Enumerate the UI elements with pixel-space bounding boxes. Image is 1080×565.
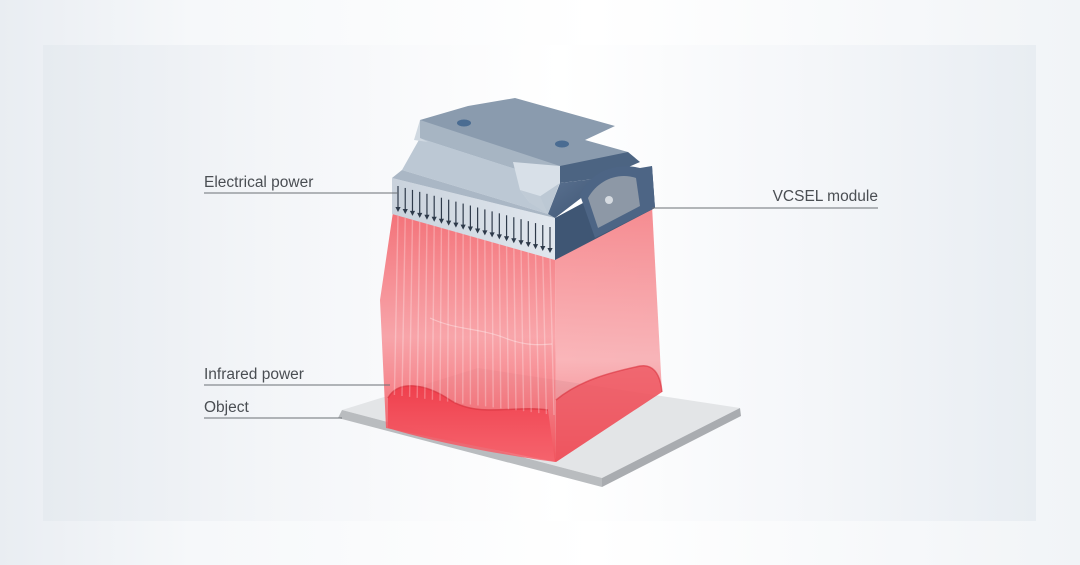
leader-lines — [204, 192, 878, 419]
beam-stripe — [527, 251, 532, 413]
object-label: Object — [204, 399, 249, 416]
electrical-arrow-head — [402, 208, 408, 214]
electrical-arrow-head — [540, 246, 546, 252]
beam-stripe — [520, 249, 525, 412]
vcsel-module-label: VCSEL module — [773, 188, 878, 205]
electrical-arrow-head — [431, 216, 437, 222]
beam-stripe — [393, 215, 399, 396]
electrical-arrow-head — [475, 228, 481, 234]
beam-stripe — [513, 247, 517, 411]
beam-stripe — [534, 253, 540, 414]
electrical-arrow-head — [424, 214, 430, 220]
electrical-arrow-head — [438, 218, 445, 224]
beam-stripe — [549, 256, 555, 416]
electrical-arrow-head — [496, 234, 502, 240]
electrical-arrow-head — [503, 236, 510, 242]
beam-stripe — [408, 219, 414, 397]
electrical-arrow-head — [467, 226, 473, 232]
beam-stripe — [505, 245, 510, 410]
electrical-arrows — [395, 186, 553, 253]
infrared-power-label: Infrared power — [204, 366, 304, 383]
beam-stripe — [416, 221, 421, 398]
electrical-arrow-head — [518, 240, 524, 246]
electrical-arrow-head — [409, 210, 416, 216]
beam-stripe — [484, 239, 487, 407]
electrical-arrow-head — [525, 242, 531, 248]
beam-stripe — [491, 241, 494, 408]
electrical-power-label: Electrical power — [204, 174, 313, 191]
electrical-arrow-head — [460, 224, 466, 230]
electrical-arrow-head — [482, 230, 488, 236]
beam-stripe — [498, 243, 502, 409]
beam-stripe — [446, 229, 450, 402]
beam-stripe — [439, 227, 443, 401]
beam-lines — [393, 215, 555, 416]
beam-stripe — [431, 225, 435, 400]
electrical-arrow-head — [446, 220, 452, 226]
beam-stripe — [454, 231, 457, 403]
vcsel-module — [392, 98, 655, 260]
electrical-arrow-head — [532, 244, 539, 250]
electrical-arrow-head — [511, 238, 517, 244]
electrical-arrow-head — [489, 232, 495, 238]
electrical-arrow-head — [395, 207, 401, 212]
electrical-arrow-head — [453, 222, 459, 228]
beam-stripe — [401, 217, 406, 396]
infrared-beam — [380, 206, 663, 462]
electrical-arrow-head — [547, 248, 553, 253]
beam-stripe — [542, 255, 548, 415]
electrical-arrow-head — [417, 212, 423, 218]
beam-stripe — [424, 223, 428, 399]
